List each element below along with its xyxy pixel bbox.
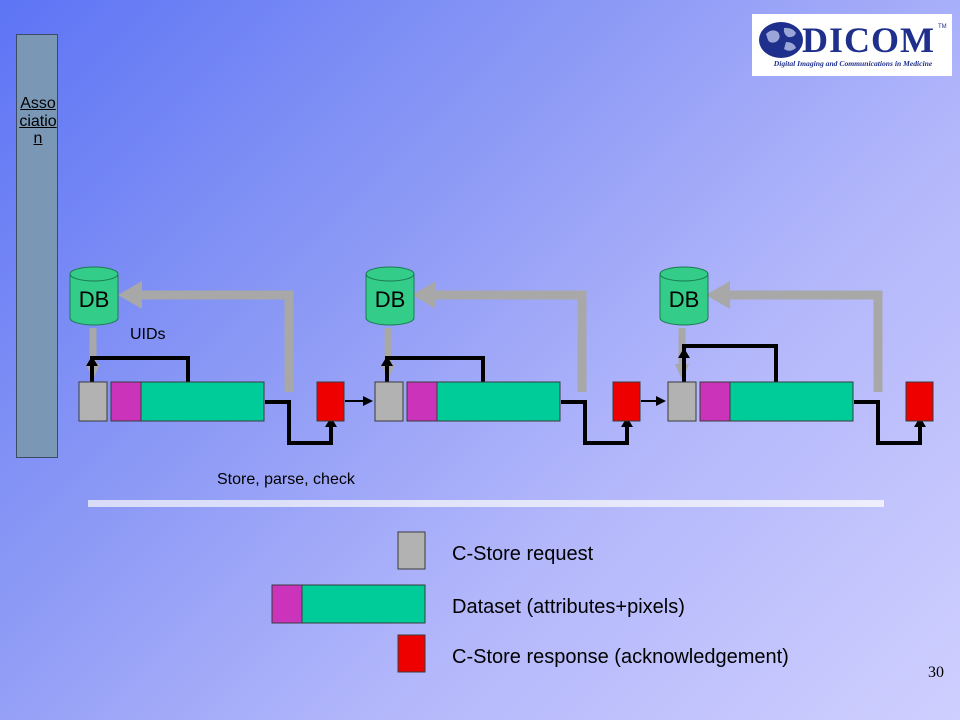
legend-dataset-label: Dataset (attributes+pixels) (452, 596, 685, 618)
response-block (612, 381, 641, 422)
uid-link-arrowhead-2 (381, 356, 393, 366)
dicom-tagline: Digital Imaging and Communications in Me… (773, 59, 933, 68)
chain-arrowhead-2 (363, 396, 373, 406)
database-1: DB (69, 266, 119, 326)
globe-icon (759, 22, 803, 58)
db-label: DB (375, 287, 406, 312)
database-2: DB (365, 266, 415, 326)
db-arrow-1 (140, 290, 294, 392)
request-block (667, 381, 697, 422)
ack-link-1 (265, 400, 333, 445)
transfer-group-3: DB (641, 266, 934, 445)
transfer-group-2: DB (345, 266, 641, 445)
database-3: DB (659, 266, 709, 326)
page-number: 30 (928, 664, 944, 681)
response-block (905, 381, 934, 422)
db-arrowhead-3 (706, 281, 730, 309)
db-arrowhead-1 (118, 281, 142, 309)
uid-link-2 (385, 356, 485, 382)
legend-response-swatch (397, 634, 426, 673)
association-bar: Association (16, 34, 58, 458)
dataset-block (699, 381, 854, 422)
process-label: Store, parse, check (217, 471, 356, 488)
db-label: DB (79, 287, 110, 312)
db-arrow-3 (728, 290, 883, 392)
legend-dataset-swatch (271, 584, 426, 624)
trademark-mark: TM (938, 24, 947, 30)
uid-link-3 (682, 344, 778, 382)
dataset-block (406, 381, 561, 422)
ack-link-arrowhead-1 (325, 417, 337, 427)
request-block (78, 381, 108, 422)
chain-arrowhead-3 (656, 396, 666, 406)
legend-request-swatch (397, 531, 426, 570)
dataset-block (110, 381, 265, 422)
response-block (316, 381, 345, 422)
db-arrowhead-2 (412, 281, 436, 309)
uid-link-arrowhead-1 (86, 356, 98, 366)
ack-link-3 (854, 400, 922, 445)
association-label: Association (19, 95, 57, 148)
transfer-group-1: DB (69, 266, 345, 445)
ack-link-arrowhead-3 (914, 417, 926, 427)
ack-link-2 (561, 400, 629, 445)
legend-request-label: C-Store request (452, 543, 594, 565)
legend: C-Store request Dataset (attributes+pixe… (271, 531, 789, 673)
dicom-wordmark: DICOM (802, 20, 935, 60)
separator-line (88, 500, 884, 507)
uid-link-1 (90, 356, 190, 382)
uid-link-arrowhead-3 (678, 348, 690, 358)
ack-link-arrowhead-2 (621, 417, 633, 427)
uids-label: UIDs (130, 326, 166, 343)
db-label: DB (669, 287, 700, 312)
db-arrow-2 (434, 290, 587, 392)
dicom-logo: DICOM TM Digital Imaging and Communicati… (752, 14, 952, 76)
legend-response-label: C-Store response (acknowledgement) (452, 646, 789, 668)
request-block (374, 381, 404, 422)
